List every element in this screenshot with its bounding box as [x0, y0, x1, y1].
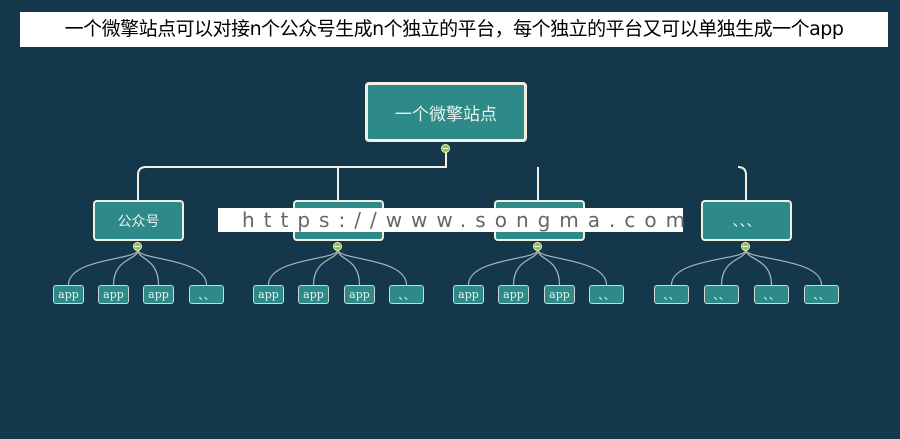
- leaf-connector: [745, 249, 773, 286]
- leaf-label: app: [103, 288, 124, 301]
- leaf-node[interactable]: 、、: [654, 285, 689, 304]
- leaf-label: 、、: [198, 288, 215, 302]
- leaf-connector: [112, 249, 139, 286]
- leaf-node[interactable]: app: [253, 285, 284, 304]
- leaf-label: 、、: [398, 288, 415, 302]
- leaf-label: app: [503, 288, 524, 301]
- root-connector: [137, 152, 747, 200]
- leaf-connector: [267, 249, 339, 286]
- leaf-connector: [67, 249, 139, 286]
- leaf-node[interactable]: app: [98, 285, 129, 304]
- leaf-label: app: [148, 288, 169, 301]
- leaf-node[interactable]: 、、: [389, 285, 424, 304]
- leaf-node[interactable]: 、、: [804, 285, 839, 304]
- leaf-connector: [720, 249, 747, 286]
- leaf-node[interactable]: app: [498, 285, 529, 304]
- leaf-label: app: [58, 288, 79, 301]
- leaf-node[interactable]: app: [298, 285, 329, 304]
- leaf-label: 、、: [713, 288, 730, 302]
- leaf-label: 、、: [663, 288, 680, 302]
- leaf-node[interactable]: app: [143, 285, 174, 304]
- leaf-connector: [537, 249, 561, 286]
- leaf-node[interactable]: 、、: [704, 285, 739, 304]
- leaf-label: app: [349, 288, 370, 301]
- leaf-node[interactable]: app: [344, 285, 375, 304]
- leaf-node[interactable]: app: [53, 285, 84, 304]
- leaf-connector: [312, 249, 339, 286]
- leaf-connector: [670, 249, 747, 286]
- branch-node[interactable]: 公众号: [93, 200, 184, 241]
- leaf-label: app: [458, 288, 479, 301]
- leaf-connector: [537, 249, 608, 286]
- leaf-node[interactable]: 、、: [754, 285, 789, 304]
- leaf-connector: [512, 249, 539, 286]
- leaf-label: 、、: [813, 288, 830, 302]
- leaf-label: app: [549, 288, 570, 301]
- leaf-label: app: [258, 288, 279, 301]
- collapse-toggle[interactable]: [133, 242, 142, 251]
- leaf-node[interactable]: app: [453, 285, 484, 304]
- leaf-label: 、、: [763, 288, 780, 302]
- leaf-node[interactable]: 、、: [589, 285, 624, 304]
- watermark: https://www.songma.com: [218, 208, 685, 232]
- leaf-label: app: [303, 288, 324, 301]
- branch-node[interactable]: 、、、: [701, 200, 792, 241]
- leaf-connector: [745, 249, 823, 286]
- root-node[interactable]: 一个微擎站点: [365, 82, 527, 142]
- leaf-connector: [337, 249, 361, 286]
- leaf-connector: [467, 249, 539, 286]
- branch-label: 公众号: [117, 213, 160, 230]
- leaf-label: 、、: [598, 288, 615, 302]
- collapse-toggle-root[interactable]: [441, 144, 450, 153]
- branch-label: 、、、: [732, 213, 761, 230]
- leaf-node[interactable]: app: [544, 285, 575, 304]
- root-label: 一个微擎站点: [395, 104, 497, 125]
- collapse-toggle[interactable]: [333, 242, 342, 251]
- leaf-node[interactable]: 、、: [189, 285, 224, 304]
- collapse-toggle[interactable]: [741, 242, 750, 251]
- leaf-connector: [137, 249, 208, 286]
- leaf-connector: [337, 249, 408, 286]
- diagram-title: 一个微擎站点可以对接n个公众号生成n个独立的平台，每个独立的平台又可以单独生成一…: [20, 12, 888, 47]
- collapse-toggle[interactable]: [533, 242, 542, 251]
